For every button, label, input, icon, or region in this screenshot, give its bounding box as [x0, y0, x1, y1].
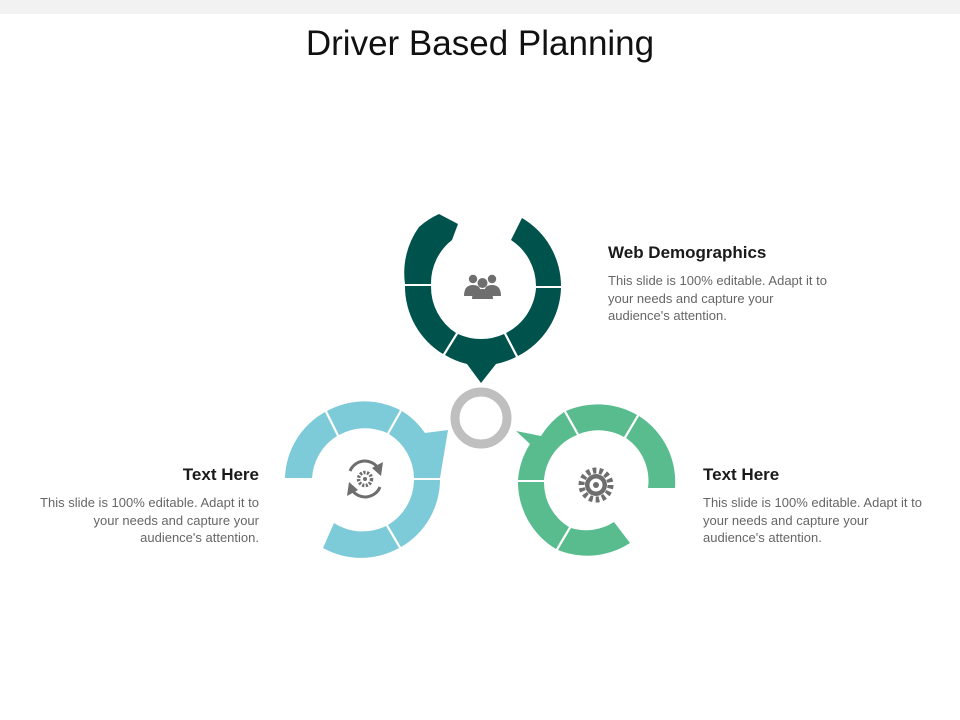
ring-left: [285, 401, 448, 558]
center-ring: [450, 387, 512, 449]
block-body: This slide is 100% editable. Adapt it to…: [608, 273, 827, 323]
ring-top-segment: [511, 218, 561, 286]
text-block-right: Text Here This slide is 100% editable. A…: [703, 465, 933, 547]
ring-left-segment: [389, 411, 448, 478]
ring-right-segment: [518, 482, 569, 549]
ring-left-segment: [285, 412, 337, 478]
refresh-gear-icon: [347, 459, 383, 499]
block-heading: Text Here: [703, 465, 780, 484]
text-block-web-demographics: Web Demographics This slide is 100% edit…: [608, 243, 838, 325]
text-block-left: Text Here This slide is 100% editable. A…: [30, 465, 259, 547]
ring-top: [404, 214, 561, 383]
ring-left-segment: [323, 523, 399, 558]
ring-top-segment: [404, 286, 456, 354]
ring-right-segment: [516, 412, 577, 480]
ring-right: [516, 404, 676, 556]
ring-left-segment: [388, 480, 440, 547]
ring-right-segment: [558, 522, 630, 556]
ring-top-segment: [506, 288, 561, 356]
ring-top-segment: [404, 214, 458, 284]
slide-title: Driver Based Planning: [305, 24, 655, 63]
ring-right-segment: [626, 416, 676, 488]
ring-left-segment: [327, 401, 400, 435]
ring-right-segment: [566, 404, 637, 437]
top-bar: [0, 0, 960, 14]
block-body: This slide is 100% editable. Adapt it to…: [703, 495, 922, 545]
block-heading: Web Demographics: [608, 243, 767, 262]
users-icon: [464, 274, 501, 299]
ring-top-pointer: [445, 334, 516, 383]
block-body: This slide is 100% editable. Adapt it to…: [40, 495, 259, 545]
gear-icon: [578, 467, 614, 503]
block-heading: Text Here: [182, 465, 259, 484]
